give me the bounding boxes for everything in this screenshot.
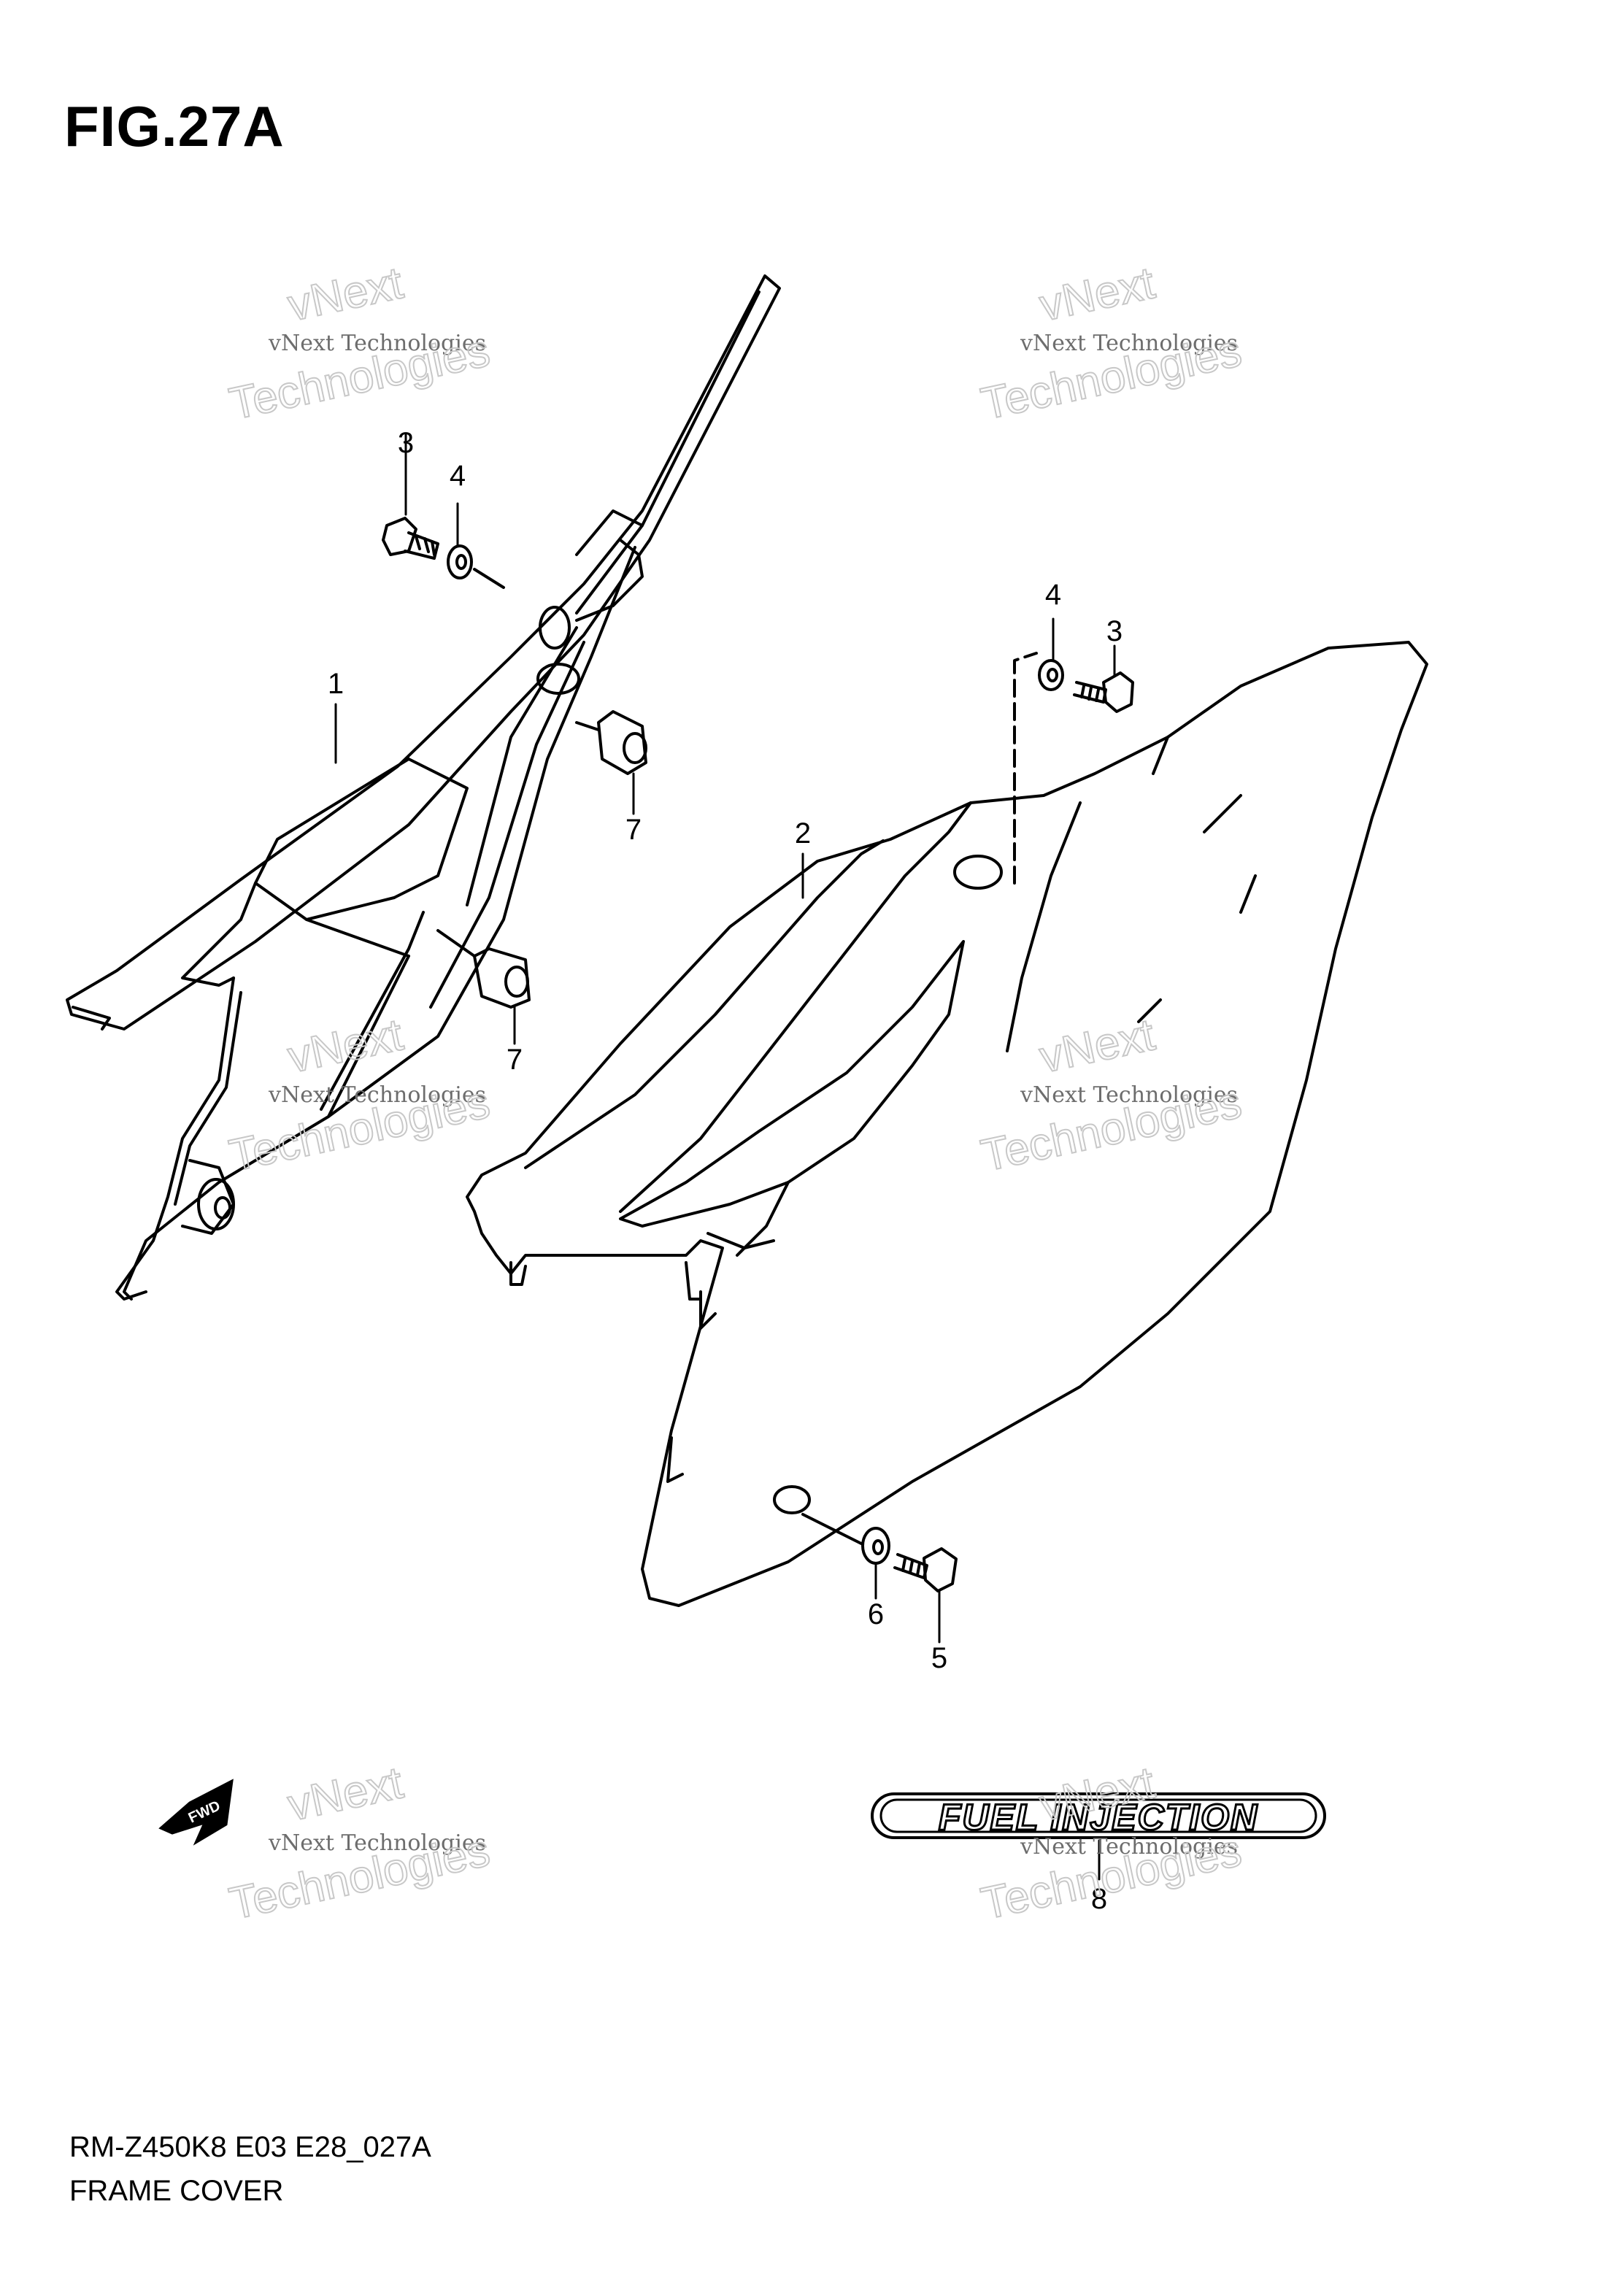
- part-2-side-cover: [466, 641, 1428, 1607]
- callout-7-lower: 7: [507, 1044, 523, 1076]
- callout-7-upper: 7: [625, 814, 642, 846]
- part-3-bolt-right: [1073, 671, 1134, 713]
- watermark-line2: vNext Technologies: [1020, 1082, 1238, 1108]
- callout-1: 1: [328, 668, 344, 700]
- watermark-line1: vNext: [1036, 1009, 1159, 1082]
- watermark-bottom-left: vNext vNext Technologies Technologies: [225, 1757, 495, 1930]
- watermark-top-left: vNext vNext Technologies Technologies: [225, 257, 495, 430]
- callout-2: 2: [795, 817, 811, 850]
- alignment-line-upper: [1013, 652, 1038, 885]
- part-8-fuel-injection-badge: FUEL INJECTION: [871, 1792, 1326, 1839]
- watermark-top-right: vNext vNext Technologies Technologies: [977, 257, 1247, 430]
- watermark-line1: vNext: [284, 258, 407, 331]
- badge-label: FUEL INJECTION: [939, 1797, 1258, 1838]
- part-7-spacer-upper: [575, 710, 647, 775]
- watermark-mid-left: vNext vNext Technologies Technologies: [225, 1009, 495, 1182]
- fwd-arrow-icon: FWD: [158, 1779, 234, 1846]
- part-7-spacer-lower: [436, 929, 531, 1009]
- callout-8: 8: [1091, 1883, 1107, 1915]
- part-4-washer-left: [447, 544, 505, 589]
- watermark-line2: vNext Technologies: [268, 1830, 486, 1856]
- callout-4-left: 4: [450, 460, 466, 492]
- watermark-line2: vNext Technologies: [268, 1082, 486, 1108]
- watermark-bottom-right: vNext vNext Technologies Technologies: [977, 1757, 1247, 1930]
- alignment-line-lower: [801, 1513, 863, 1545]
- callout-3-right: 3: [1106, 615, 1123, 647]
- diagram-name: FRAME COVER: [69, 2175, 284, 2207]
- watermark-line1: vNext: [284, 1757, 407, 1830]
- part-3-bolt-left: [382, 517, 439, 560]
- part-1-frame-bracket: [66, 274, 781, 1301]
- part-6-washer: [861, 1527, 890, 1565]
- part-4-washer-right: [1038, 659, 1064, 691]
- callout-4-right: 4: [1045, 579, 1061, 611]
- watermark-line2: vNext Technologies: [1020, 1834, 1238, 1860]
- figure-title: FIG.27A: [64, 94, 285, 158]
- watermark-mid-right: vNext vNext Technologies Technologies: [977, 1009, 1247, 1182]
- leader-lines: [334, 433, 1116, 1881]
- diagram-code: RM-Z450K8 E03 E28_027A: [69, 2131, 431, 2163]
- watermark-line1: vNext: [1036, 258, 1159, 331]
- part-5-bolt: [893, 1547, 958, 1592]
- watermark-line2: vNext Technologies: [268, 331, 486, 356]
- callout-5: 5: [931, 1642, 947, 1674]
- callout-3-left: 3: [398, 427, 414, 459]
- watermark-line2: vNext Technologies: [1020, 331, 1238, 356]
- callout-6: 6: [868, 1598, 884, 1630]
